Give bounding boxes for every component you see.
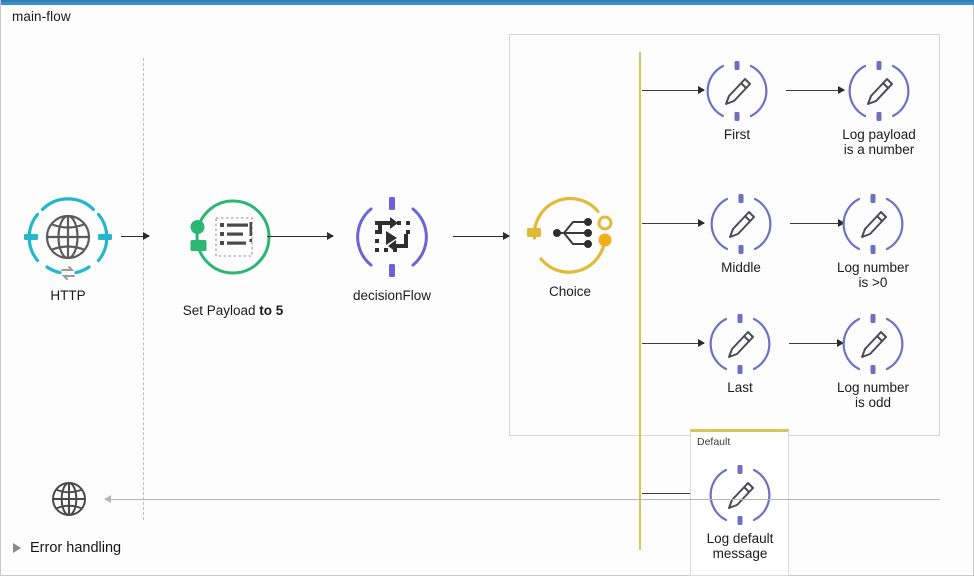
choice-branch-spine (639, 52, 641, 550)
arrow-return-to-response (104, 495, 940, 505)
node-branch-first[interactable]: First (693, 58, 781, 142)
logger-icon (819, 58, 939, 124)
node-label-log-default-message: Log default message (706, 531, 774, 561)
node-label-first: First (723, 127, 751, 142)
default-branch-title: Default (697, 436, 731, 448)
node-branch-middle[interactable]: Middle (697, 191, 785, 275)
arrow-spine-to-middle (642, 219, 705, 229)
set-payload-label-plain: Set Payload (182, 303, 260, 318)
logger-icon (697, 191, 785, 257)
node-label-decision-flow: decisionFlow (352, 288, 432, 303)
http-listener-icon (18, 190, 118, 285)
node-label-last: Last (727, 380, 753, 395)
node-label-log-number-is-odd: Log number is odd (836, 380, 910, 410)
arrow-setpayload-to-decisionflow (267, 232, 334, 242)
arrow-first-to-logger (786, 86, 845, 96)
node-label-log-payload-is-number: Log payload is a number (842, 127, 916, 157)
globe-icon (47, 478, 91, 520)
set-payload-label-bold: to 5 (259, 303, 284, 318)
arrow-http-to-setpayload (121, 232, 150, 242)
window-accent-bar (1, 0, 974, 5)
node-choice-router[interactable]: Choice (520, 186, 620, 299)
node-http-response[interactable] (47, 478, 91, 520)
node-label-log-number-gt-zero: Log number is >0 (836, 260, 910, 290)
logger-icon (813, 311, 933, 377)
error-handling-section[interactable]: Error handling (13, 540, 121, 556)
node-label-middle: Middle (721, 260, 761, 275)
logger-icon (696, 311, 784, 377)
node-logger-default-message[interactable]: Log default message (695, 462, 785, 561)
arrow-spine-to-last (642, 339, 705, 349)
node-branch-last[interactable]: Last (696, 311, 784, 395)
node-label-http: HTTP (50, 288, 86, 303)
flow-reference-icon (338, 190, 446, 285)
logger-icon (693, 58, 781, 124)
logger-icon (813, 191, 933, 257)
arrow-spine-to-first (642, 86, 705, 96)
flow-title: main-flow (12, 9, 71, 24)
node-decision-flow[interactable]: decisionFlow (338, 190, 446, 303)
node-logger-number-is-odd[interactable]: Log number is odd (813, 311, 933, 410)
node-label-set-payload: Set Payload to 5 (159, 288, 307, 318)
source-process-divider (143, 58, 144, 520)
arrow-decisionflow-to-choice (453, 232, 510, 242)
choice-router-icon (520, 186, 620, 281)
error-handling-label: Error handling (30, 540, 122, 556)
node-logger-number-gt-zero[interactable]: Log number is >0 (813, 191, 933, 290)
logger-icon (695, 462, 785, 528)
node-label-choice: Choice (548, 284, 592, 299)
triangle-right-icon[interactable] (13, 543, 21, 553)
node-set-payload[interactable]: Set Payload to 5 (159, 190, 307, 318)
node-http-listener[interactable]: HTTP (18, 190, 118, 303)
arrow-middle-to-logger (790, 219, 845, 229)
arrow-last-to-logger (789, 339, 844, 349)
node-logger-payload-is-number[interactable]: Log payload is a number (819, 58, 939, 157)
